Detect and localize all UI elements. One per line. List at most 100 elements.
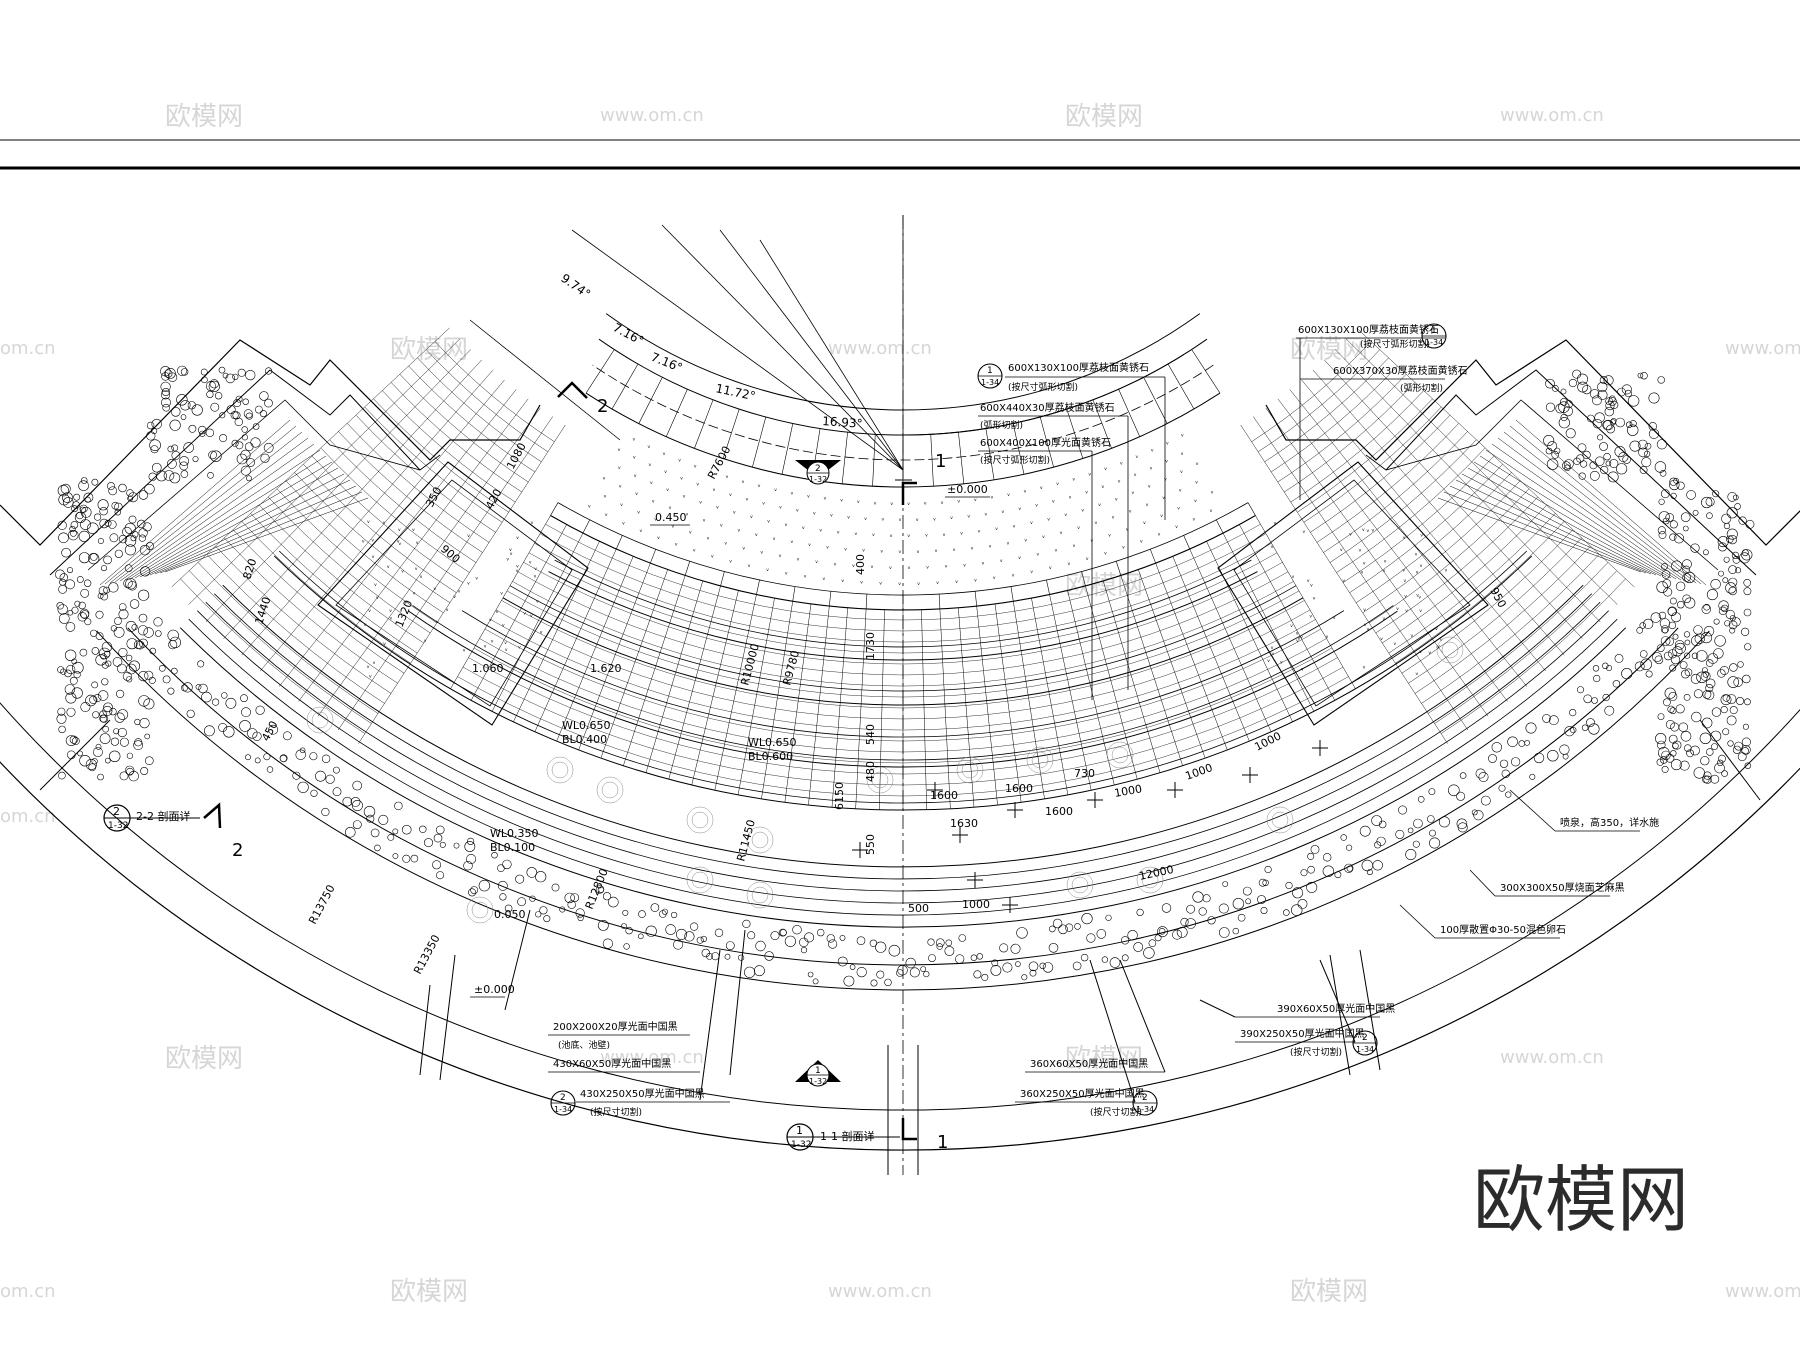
- plant-symbol: ᵥ: [1359, 546, 1362, 554]
- pebble: [1648, 422, 1658, 431]
- pebble: [607, 896, 619, 908]
- radius-label: R10000: [738, 642, 762, 687]
- pebble: [1565, 428, 1576, 439]
- watermark-text: 欧模网: [1290, 1277, 1368, 1307]
- pebble: [99, 733, 111, 744]
- pebble: [1551, 384, 1559, 392]
- pebble: [1016, 927, 1028, 939]
- pebble: [1638, 447, 1648, 458]
- tile-joint: [879, 609, 885, 810]
- svg-text:1-32: 1-32: [809, 1077, 827, 1086]
- pebble: [1407, 827, 1414, 834]
- plant-symbol: ᵥ: [1108, 531, 1111, 539]
- paving-joint: [841, 432, 848, 484]
- pebble: [182, 682, 193, 693]
- material-notes-bottom: 390X60X50厚光面中国黑 390X250X50厚光面中国黑 (按尺寸切割)…: [548, 1002, 1395, 1118]
- pebble: [1706, 512, 1713, 520]
- pebble: [332, 766, 340, 774]
- material-note: 600X130X100厚荔枝面黄锈石: [1008, 361, 1149, 374]
- section-cut-1-bottom: 1: [901, 1118, 948, 1153]
- pebble: [826, 934, 835, 943]
- pebble: [779, 929, 787, 937]
- svg-text:1-34: 1-34: [554, 1105, 572, 1114]
- pebble: [905, 957, 916, 969]
- pebble: [897, 964, 908, 976]
- plant-symbol: ᵥ: [663, 449, 666, 457]
- pebble: [170, 406, 181, 417]
- paving-joint: [1115, 561, 1122, 576]
- plant-symbol: ᵥ: [1018, 553, 1021, 561]
- paving-joint: [720, 571, 725, 587]
- pebble: [770, 931, 780, 941]
- paving-joint: [684, 561, 691, 576]
- pebble: [138, 613, 148, 623]
- pebble: [167, 687, 175, 695]
- pebble: [91, 681, 99, 689]
- pebble: [1615, 417, 1625, 428]
- pebble: [124, 765, 135, 776]
- plant-symbol: ᵥ: [648, 442, 651, 450]
- pebble: [245, 754, 251, 761]
- pebble: [80, 701, 91, 712]
- pebble: [232, 373, 239, 381]
- plant-symbol: ᵥ: [689, 528, 692, 536]
- pebble: [1292, 887, 1304, 899]
- pebble: [241, 707, 251, 718]
- pebble: [97, 593, 104, 599]
- plant-symbol: ᵥ: [729, 556, 732, 564]
- svg-text:950: 950: [1487, 585, 1508, 610]
- pebble: [1673, 533, 1685, 544]
- plant-symbol: ᵥ: [1416, 590, 1419, 598]
- tile-joint: [1239, 524, 1336, 701]
- plant-symbol: ᵥ: [826, 542, 829, 550]
- plant-symbol: ᵥ: [1134, 470, 1137, 478]
- plant-symbol: ᵥ: [434, 584, 437, 592]
- pebble: [192, 456, 199, 463]
- pebble: [1701, 717, 1713, 729]
- pebble: [243, 409, 253, 419]
- plant-symbol: ᵥ: [649, 460, 652, 468]
- pebble: [80, 477, 88, 484]
- pebble: [1669, 479, 1680, 491]
- pebble: [1448, 784, 1460, 797]
- plant-symbol: ᵥ: [773, 534, 776, 542]
- pebble: [1143, 947, 1155, 959]
- radius-label: R13750: [306, 883, 337, 927]
- pebble: [944, 946, 955, 956]
- plant-symbol: ᵥ: [791, 488, 794, 496]
- section-ref-2-2: 2 1-32 2-2 剖面详: [103, 804, 200, 832]
- pebble: [68, 529, 79, 541]
- pebble: [146, 431, 156, 441]
- pebble: [71, 505, 78, 513]
- pebble: [1683, 652, 1691, 659]
- plant-symbol: ᵥ: [1088, 470, 1091, 478]
- plant-symbol: ᵥ: [957, 497, 960, 505]
- pebble: [292, 771, 301, 780]
- svg-text:12000: 12000: [1138, 863, 1175, 883]
- svg-text:1440: 1440: [252, 595, 273, 626]
- tile-joint: [490, 619, 1316, 731]
- svg-text:1080: 1080: [504, 441, 529, 472]
- plant-symbol: ᵥ: [373, 658, 376, 666]
- pebble: [1721, 513, 1732, 524]
- pebble: [1578, 472, 1586, 480]
- pebble: [225, 697, 237, 709]
- pebble: [1498, 784, 1506, 792]
- pebble: [1641, 457, 1652, 468]
- pebble: [1568, 378, 1577, 388]
- pebble: [1524, 740, 1530, 746]
- step-line: [1437, 497, 1642, 573]
- pebble: [145, 541, 154, 550]
- tile-joint: [1172, 556, 1250, 742]
- pebble: [909, 967, 920, 978]
- plant-symbol: ᵥ: [1404, 576, 1407, 584]
- pebble: [1663, 698, 1671, 707]
- material-note: (按尺寸弧形切割): [980, 454, 1050, 466]
- pebble: [140, 766, 149, 775]
- pebble: [551, 883, 560, 892]
- step-line: [149, 479, 351, 576]
- plant-symbol: ᵥ: [1162, 493, 1165, 501]
- plant-symbol: ᵥ: [1086, 554, 1089, 562]
- pebble: [1722, 694, 1730, 702]
- pebble: [466, 853, 477, 864]
